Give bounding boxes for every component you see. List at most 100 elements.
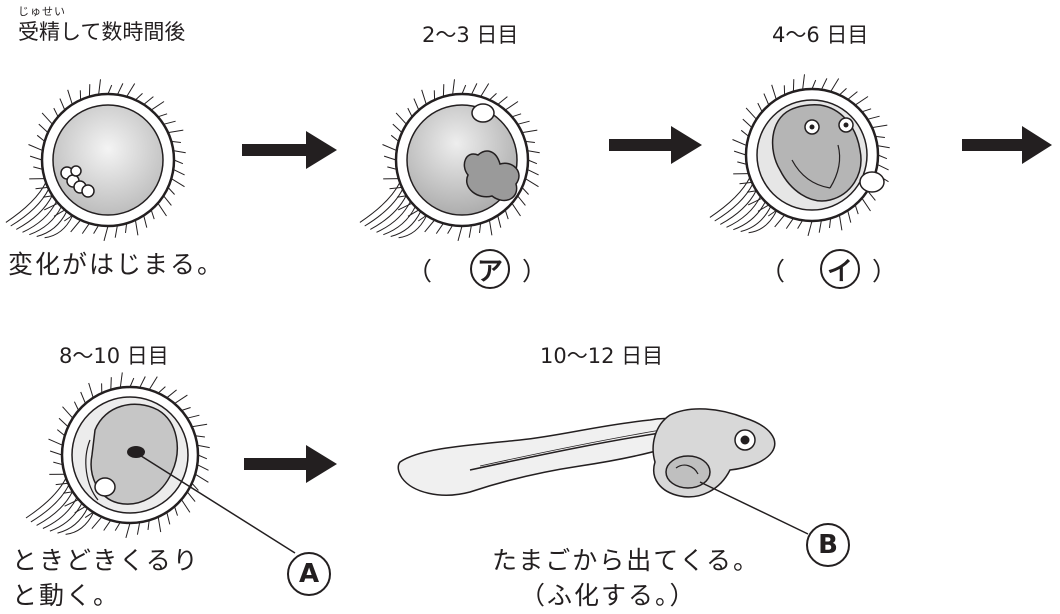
filament [877, 145, 890, 149]
filament [180, 499, 191, 513]
filament [867, 115, 880, 120]
long-filament [740, 206, 772, 232]
paren-close: ） [522, 257, 548, 286]
hatchling-spine [469, 429, 681, 471]
long-filament [65, 512, 95, 535]
filament [390, 134, 400, 142]
hatchling-head [652, 408, 776, 498]
filament [732, 139, 747, 147]
stage-2-label: 2〜3 日目 [422, 23, 519, 47]
arrow [962, 126, 1052, 164]
long-filament [10, 188, 50, 227]
egg-filaments [359, 79, 540, 242]
filament [103, 225, 109, 242]
filament [407, 107, 413, 118]
long-filament [29, 206, 62, 236]
filament [396, 195, 407, 198]
ruby-reading: じゅせい [18, 5, 66, 18]
filament [397, 202, 413, 211]
filament [497, 96, 508, 105]
filament [119, 372, 123, 388]
filament [497, 215, 502, 228]
filament [830, 78, 840, 92]
filament [166, 389, 177, 399]
long-filament [42, 497, 78, 529]
oil-droplet [94, 477, 116, 497]
filament [418, 215, 427, 222]
filament [733, 150, 747, 156]
filament [125, 522, 131, 539]
arrow [242, 131, 337, 169]
filament [820, 78, 828, 90]
filament [136, 522, 141, 535]
filament [424, 219, 435, 233]
arrow [609, 126, 702, 164]
filament [81, 223, 90, 234]
filament [98, 79, 101, 95]
filament [527, 168, 539, 176]
long-filament [36, 491, 74, 526]
arrow [244, 445, 337, 483]
filament [126, 83, 136, 97]
filament [740, 129, 750, 137]
filament [785, 218, 794, 229]
stage-5-caption-line2: （ふ化する。） [520, 581, 697, 610]
filament [91, 516, 103, 530]
long-filament [16, 195, 53, 230]
filament [67, 89, 73, 105]
filament [103, 519, 112, 531]
paren-open: （ [760, 257, 786, 286]
filament [517, 195, 526, 206]
filament [173, 168, 185, 176]
filament [38, 123, 49, 133]
filament [167, 129, 184, 134]
filament [861, 108, 872, 113]
filament [774, 214, 785, 228]
filament [847, 210, 852, 223]
filament [163, 120, 176, 125]
filament [62, 406, 74, 419]
filament [435, 223, 444, 234]
stage-1-caption: 変化がはじまる。 [8, 250, 225, 279]
long-filament [25, 477, 67, 519]
filament [173, 150, 186, 154]
filament [421, 89, 427, 105]
filament [511, 113, 522, 118]
filament [517, 120, 530, 125]
long-filament [36, 211, 68, 237]
filament [480, 83, 490, 97]
stage-5-caption-line1: たまごから出てくる。 [492, 546, 761, 575]
paren-close: ） [872, 257, 898, 286]
filament [64, 499, 79, 507]
filament [468, 225, 472, 238]
filament [504, 209, 509, 220]
filament [488, 219, 493, 236]
filament [171, 140, 181, 143]
filament [42, 195, 53, 198]
filament [839, 88, 847, 96]
egg-stage-4 [25, 372, 210, 539]
filament [197, 444, 210, 449]
filament [114, 225, 118, 238]
part-a-label: A [287, 552, 331, 596]
filament [447, 225, 454, 234]
filament [504, 101, 519, 111]
long-filament [748, 210, 778, 234]
filament [80, 391, 86, 404]
hatchling-tail [397, 417, 692, 496]
filament [392, 123, 403, 133]
long-filament [709, 177, 751, 218]
filament [395, 112, 407, 125]
filament [33, 166, 43, 170]
filament [383, 155, 397, 161]
filament [148, 376, 158, 391]
stage-4-caption-line2: と動く。 [12, 581, 121, 610]
filament [171, 178, 185, 188]
filament [197, 454, 208, 460]
filament [818, 220, 822, 233]
yolk-sac [665, 455, 711, 489]
filament [746, 190, 757, 193]
filament [28, 144, 43, 152]
